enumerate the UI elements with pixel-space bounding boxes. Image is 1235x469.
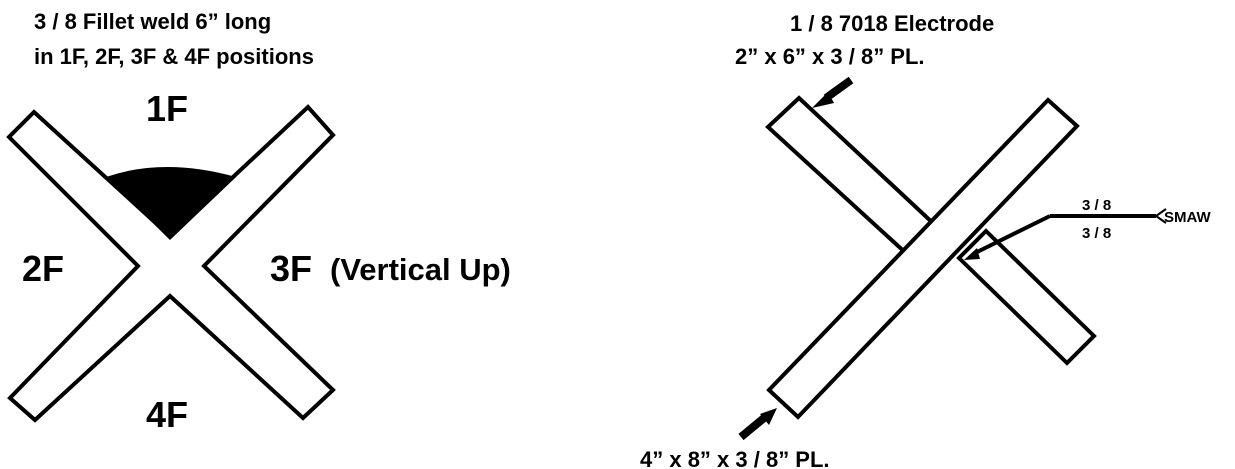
weld-process-label: SMAW xyxy=(1164,209,1212,226)
weld-size-other-side: 3 / 8 xyxy=(1082,225,1111,242)
position-4f-label: 4F xyxy=(146,394,188,435)
upper-plate-top-segment xyxy=(765,95,938,258)
left-cross-plates xyxy=(6,104,336,423)
lower-plate-arrow-line xyxy=(738,414,767,441)
upper-plate-arrow-head xyxy=(812,92,834,108)
upper-plate-bottom-segment xyxy=(956,228,1097,366)
position-2f-label: 2F xyxy=(22,248,64,289)
fillet-weld-bead xyxy=(106,167,236,240)
weld-size-arrow-side: 3 / 8 xyxy=(1082,197,1111,214)
upper-plate-label: 2” x 6” x 3 / 8” PL. xyxy=(735,44,925,69)
left-title-line2: in 1F, 2F, 3F & 4F positions xyxy=(34,44,314,69)
upper-plate-arrow-line xyxy=(823,76,854,102)
electrode-label: 1 / 8 7018 Electrode xyxy=(790,11,994,36)
lower-plate-arrow-head xyxy=(760,408,777,425)
position-3f-note: (Vertical Up) xyxy=(330,252,511,287)
right-diagram: 1 / 8 7018 Electrode 2” x 6” x 3 / 8” PL… xyxy=(640,11,1212,469)
position-3f-label: 3F xyxy=(270,248,312,289)
weld-symbol: 3 / 8 3 / 8 SMAW xyxy=(964,197,1212,260)
weld-symbol-arrow-line xyxy=(972,214,1051,256)
weld-symbol-tail xyxy=(1154,208,1167,224)
weld-symbol-arrow-head xyxy=(964,248,980,260)
main-plate xyxy=(766,97,1080,420)
left-diagram: 3 / 8 Fillet weld 6” long in 1F, 2F, 3F … xyxy=(6,9,511,435)
position-1f-label: 1F xyxy=(146,88,188,129)
lower-plate-label: 4” x 8” x 3 / 8” PL. xyxy=(640,447,830,469)
left-title-line1: 3 / 8 Fillet weld 6” long xyxy=(34,9,271,34)
